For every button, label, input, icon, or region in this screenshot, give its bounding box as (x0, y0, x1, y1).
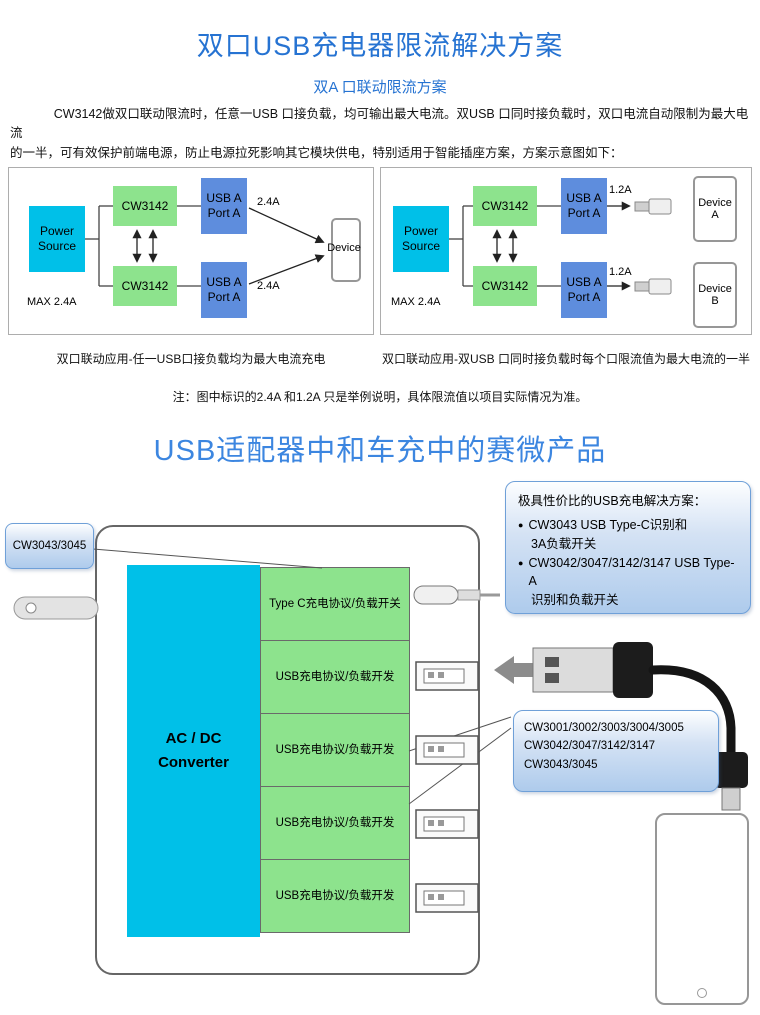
power-source-box: Power Source (393, 206, 449, 272)
parts-line2: CW3042/3047/3142/3147 (524, 740, 656, 753)
charger-row-usb3: USB充电协议/负载开发 (260, 786, 410, 860)
power-branch-lines (85, 205, 201, 287)
solutions-bullet1: CW3043 USB Type-C识别和 (528, 517, 688, 532)
page-subtitle: 双A 口联动限流方案 (313, 79, 447, 96)
current-arrow-icons (248, 207, 325, 285)
intro-paragraph: CW3142做双口联动限流时，任意一USB 口接负载，均可输出最大电流。双USB… (10, 105, 750, 163)
charger-row-usb4: USB充电协议/负载开发 (260, 859, 410, 933)
acdc-converter-box: AC / DC Converter (127, 565, 260, 937)
chip-box-bottom: CW3142 (473, 266, 537, 306)
left-diagram-connectors (85, 205, 325, 287)
solutions-title: 极具性价比的USB充电解决方案： (518, 494, 707, 508)
device-b-phone-icon: Device B (693, 262, 737, 328)
parts-line3: CW3043/3045 (524, 758, 598, 771)
usb-port-box-top: USB A Port A (561, 178, 607, 234)
usb-port-box-top: USB A Port A (201, 178, 247, 234)
chip-box-top: CW3142 (113, 186, 177, 226)
usb-port-box-bottom: USB A Port A (201, 262, 247, 318)
max-current-label: MAX 2.4A (27, 296, 77, 308)
current-label-top: 2.4A (257, 196, 280, 208)
bullet-icon: ● (518, 519, 524, 530)
usb-plug-icon-top (634, 198, 672, 215)
home-button-icon (697, 988, 707, 998)
insert-arrow-icon (494, 656, 536, 684)
intro-line1: CW3142做双口联动限流时，任意一USB 口接负载，均可输出最大电流。双USB… (10, 107, 749, 141)
usb-port-box-bottom: USB A Port A (561, 262, 607, 318)
section-title: USB适配器中和车充中的赛微产品 (153, 435, 607, 467)
right-diagram-connectors (449, 198, 672, 295)
power-branch-lines (449, 205, 561, 287)
diagram-single-load: Power Source MAX 2.4A CW3142 CW3142 USB … (8, 167, 374, 335)
interlink-arrows-icon (492, 229, 518, 263)
solutions-bullet2-cont: 识别和负载开关 (531, 593, 619, 607)
solutions-callout: 极具性价比的USB充电解决方案： ● CW3043 USB Type-C识别和 … (505, 481, 751, 614)
device-label: Device (327, 242, 361, 254)
bullet-icon: ● (518, 557, 524, 568)
parts-callout: CW3001/3002/3003/3004/3005 CW3042/3047/3… (513, 710, 719, 792)
charger-row-usb1: USB充电协议/负载开发 (260, 640, 410, 714)
intro-line2: 的一半，可有效保护前端电源，防止电源拉死影响其它模块供电，特别适用于智能插座方案… (10, 145, 623, 160)
chip-label-callout: CW3043/3045 (5, 523, 94, 569)
current-label-bottom: 1.2A (609, 266, 632, 278)
chip-box-bottom: CW3142 (113, 266, 177, 306)
solutions-bullet2: CW3042/3047/3142/3147 USB Type-A (528, 555, 735, 589)
current-arrow-icons (607, 201, 631, 291)
solutions-bullet1-cont: 3A负载开关 (531, 536, 597, 551)
interlink-arrows-icon (132, 229, 158, 263)
parts-line1: CW3001/3002/3003/3004/3005 (524, 722, 684, 734)
plug-prong-icon (13, 596, 99, 620)
note-text: 注：图中标识的2.4A 和1.2A 只是举例说明，具体限流值以项目实际情况为准。 (172, 390, 588, 404)
power-source-box: Power Source (29, 206, 85, 272)
charger-row-typec: Type C充电协议/负载开关 (260, 567, 410, 641)
current-label-top: 1.2A (609, 184, 632, 196)
max-current-label: MAX 2.4A (391, 296, 441, 308)
device-phone-icon (331, 218, 361, 282)
page-title: 双口USB充电器限流解决方案 (196, 31, 564, 61)
charger-row-usb2: USB充电协议/负载开发 (260, 713, 410, 787)
charger-body: AC / DC Converter Type C充电协议/负载开关 USB充电协… (95, 525, 480, 975)
usb-plug-icon-bottom (634, 278, 672, 295)
phone-icon (655, 813, 749, 1005)
diagram-dual-load: Power Source MAX 2.4A CW3142 CW3142 USB … (380, 167, 752, 335)
current-label-bottom: 2.4A (257, 280, 280, 292)
device-a-phone-icon: Device A (693, 176, 737, 242)
chip-box-top: CW3142 (473, 186, 537, 226)
caption-left: 双口联动应用-任一USB口接负载均为最大电流充电 (56, 352, 326, 366)
caption-right: 双口联动应用-双USB 口同时接负载时每个口限流值为最大电流的一半 (381, 352, 750, 366)
